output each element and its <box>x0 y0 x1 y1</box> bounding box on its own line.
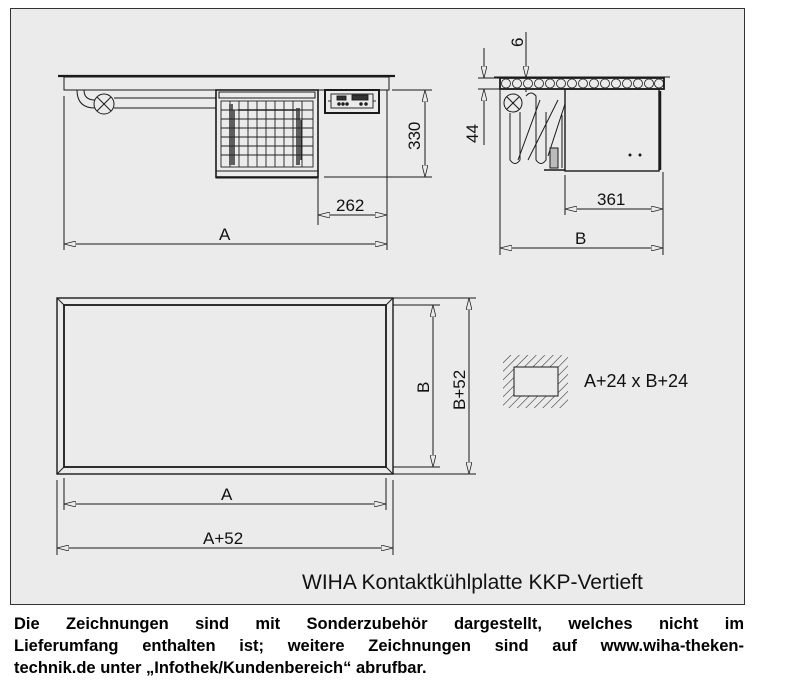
front-view <box>58 74 432 250</box>
drawing-title: WIHA Kontaktkühlplatte KKP-Vertieft <box>302 571 643 594</box>
footnote-line-1: Die Zeichnungen sind mit Sonderzubehör d… <box>14 615 744 633</box>
dim-top-inner-depth: B <box>414 382 433 393</box>
dim-front-width: A <box>219 225 231 244</box>
dim-top-outer-width: A+52 <box>203 529 243 548</box>
cutout-symbol <box>503 355 568 408</box>
cutout-label: A+24 x B+24 <box>584 371 688 391</box>
top-view <box>56 297 476 555</box>
dim-top-inner-width: A <box>221 485 233 504</box>
footnote-line-2: Lieferumfang enthalten ist; weitere Zeic… <box>14 637 744 655</box>
grid-basket <box>220 100 314 168</box>
controller-icon <box>328 93 376 109</box>
side-view <box>478 32 670 255</box>
dim-front-height: 330 <box>405 122 424 150</box>
dim-side-thickness: 44 <box>463 124 482 143</box>
dim-side-top: 6 <box>508 38 527 47</box>
dim-top-outer-depth: B+52 <box>450 370 469 410</box>
dim-front-offset: 262 <box>336 196 364 215</box>
footnote: Die Zeichnungen sind mit Sonderzubehör d… <box>14 613 744 679</box>
footnote-line-3: technik.de unter „Infothek/Kundenbereich… <box>14 659 427 677</box>
dim-side-width: B <box>575 229 586 248</box>
insulation-pattern <box>501 78 664 89</box>
dim-side-unit: 361 <box>597 190 625 209</box>
